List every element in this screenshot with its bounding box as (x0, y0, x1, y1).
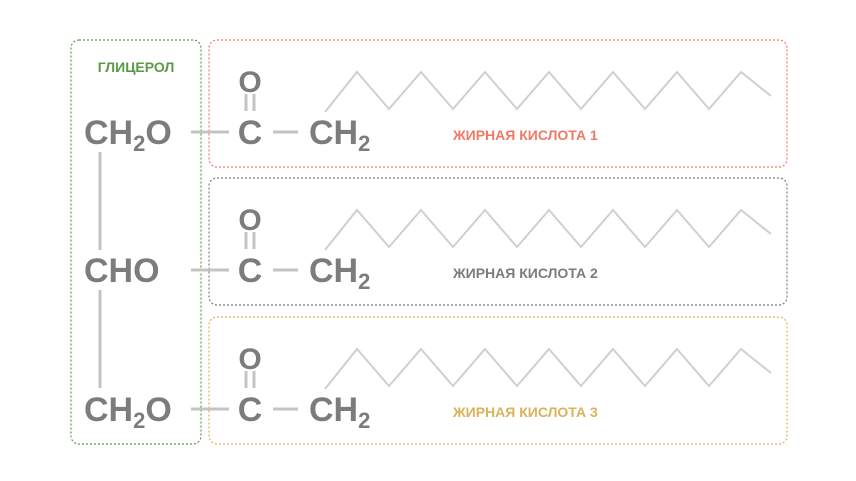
fatty-acid-3-label: ЖИРНАЯ КИСЛОТА 3 (452, 404, 598, 420)
hydrocarbon-chain-1 (324, 70, 772, 113)
glycerol-row-1-formula: CH2O (84, 114, 172, 156)
glycerol-label: ГЛИЦЕРОЛ (98, 59, 175, 75)
ch2-group-2: CH2 (309, 252, 370, 294)
carbonyl-carbon-2: C (238, 252, 263, 290)
carbonyl-carbon-3: C (238, 391, 263, 429)
carbonyl-oxygen-2: O (238, 204, 261, 237)
carbonyl-oxygen-1: O (238, 66, 261, 99)
glycerol-row-2-formula: CHO (84, 252, 160, 290)
glycerol-row-3-formula: CH2O (84, 391, 172, 433)
fatty-acid-2-label: ЖИРНАЯ КИСЛОТА 2 (452, 265, 598, 281)
fatty-acid-1-box (208, 39, 788, 168)
fatty-acid-2-box (208, 177, 788, 306)
glycerol-box (70, 39, 202, 445)
ch2-group-1: CH2 (309, 114, 370, 156)
carbonyl-oxygen-3: O (238, 343, 261, 376)
fatty-acid-3-box (208, 316, 788, 445)
carbonyl-carbon-1: C (238, 114, 263, 152)
ch2-group-3: CH2 (309, 391, 370, 433)
hydrocarbon-chain-3 (324, 347, 772, 390)
hydrocarbon-chain-2 (324, 208, 772, 251)
fatty-acid-1-label: ЖИРНАЯ КИСЛОТА 1 (452, 127, 598, 143)
